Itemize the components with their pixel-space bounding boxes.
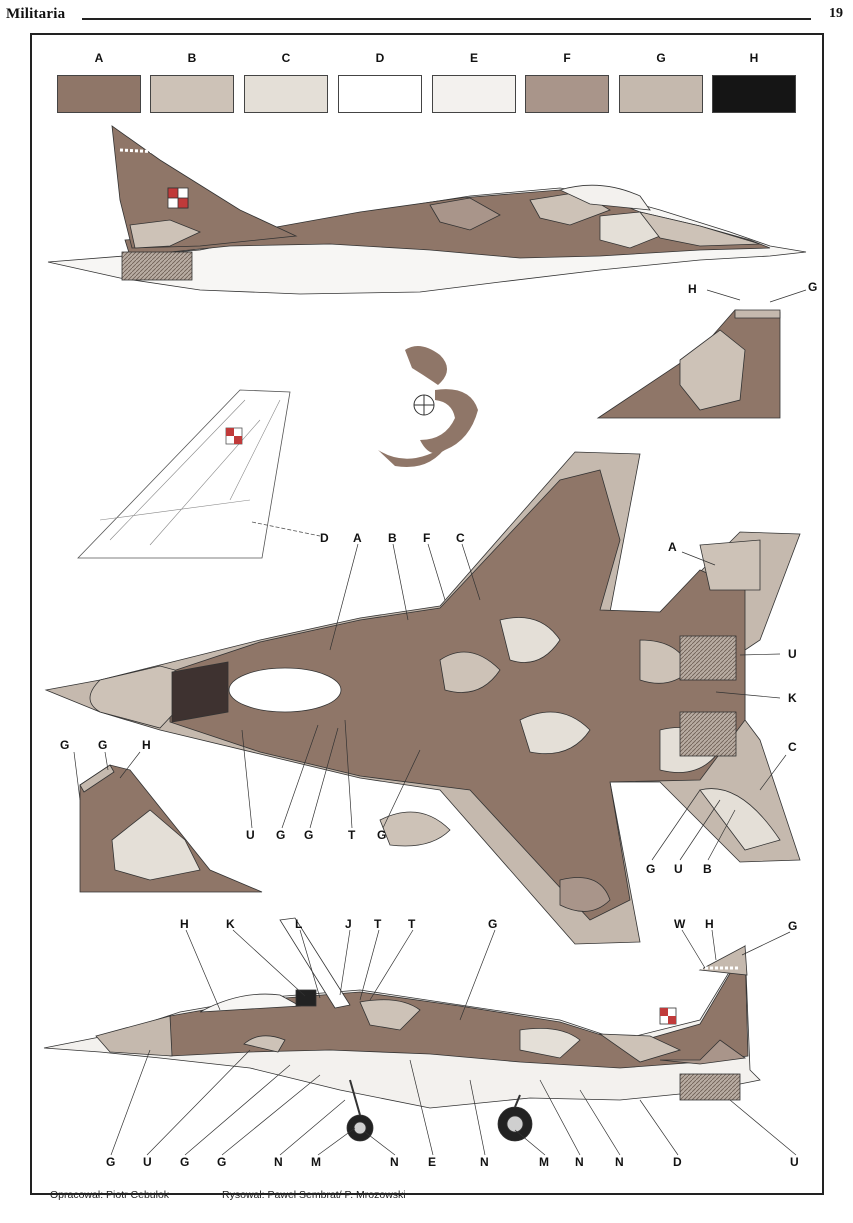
credit-artist: Rysował: Paweł Sembrat/ P. Mrozowski: [222, 1189, 406, 1201]
plan-view: [44, 451, 801, 945]
swatch-letter: C: [281, 51, 291, 65]
label: G: [98, 738, 108, 752]
label: L: [295, 917, 303, 931]
label: G: [377, 828, 387, 842]
label: D: [320, 531, 329, 545]
color-swatch-e: [432, 75, 516, 113]
label: W: [674, 917, 686, 931]
wing-plan-left: [77, 389, 321, 559]
label: T: [348, 828, 356, 842]
leader-lines: [73, 289, 807, 1156]
label: G: [788, 919, 798, 933]
side-profile-bottom: [43, 917, 761, 1142]
label: F: [423, 531, 431, 545]
color-swatch-b: [150, 75, 234, 113]
label: N: [390, 1155, 399, 1169]
label: G: [808, 280, 818, 294]
label: G: [106, 1155, 116, 1169]
label: G: [276, 828, 286, 842]
color-swatch-h: [712, 75, 796, 113]
label: T: [374, 917, 382, 931]
color-swatch-a: [57, 75, 141, 113]
color-swatch-f: [525, 75, 609, 113]
label: H: [142, 738, 151, 752]
tail-fin-right: [596, 309, 781, 419]
label: B: [703, 862, 712, 876]
label: D: [673, 1155, 682, 1169]
credit-author: Opracował: Piotr Cebulok: [50, 1189, 170, 1201]
swatch-letter: F: [563, 51, 571, 65]
swatch-letter: B: [187, 51, 197, 65]
label: G: [60, 738, 70, 752]
label: C: [456, 531, 465, 545]
plate-frame: [30, 33, 824, 1195]
label: H: [705, 917, 714, 931]
label: N: [274, 1155, 283, 1169]
label: G: [180, 1155, 190, 1169]
label: G: [488, 917, 498, 931]
header-rule: [82, 18, 811, 20]
label: H: [180, 917, 189, 931]
color-swatch-g: [619, 75, 703, 113]
label: G: [304, 828, 314, 842]
squadron-emblem: [378, 346, 478, 468]
label: U: [143, 1155, 152, 1169]
page-number: 19: [829, 6, 843, 21]
label: N: [615, 1155, 624, 1169]
label: A: [353, 531, 362, 545]
label: K: [226, 917, 235, 931]
color-swatch-d: [338, 75, 422, 113]
tail-fin-left: [79, 764, 263, 893]
swatch-letter: G: [656, 51, 666, 65]
color-swatch-c: [244, 75, 328, 113]
magazine-title: Militaria: [6, 6, 66, 22]
label: G: [646, 862, 656, 876]
label: A: [668, 540, 677, 554]
label: U: [674, 862, 683, 876]
label: K: [788, 691, 797, 705]
label: M: [311, 1155, 321, 1169]
swatch-letter: D: [375, 51, 385, 65]
label: J: [345, 917, 352, 931]
label: G: [217, 1155, 227, 1169]
swatch-letter: E: [469, 51, 478, 65]
label: T: [408, 917, 416, 931]
label: H: [688, 282, 697, 296]
label: N: [575, 1155, 584, 1169]
label: U: [788, 647, 797, 661]
side-profile-top: [47, 125, 807, 295]
label: M: [539, 1155, 549, 1169]
swatch-letter: A: [94, 51, 104, 65]
label: U: [790, 1155, 799, 1169]
page-header: Militaria 19: [0, 0, 853, 30]
label: U: [246, 828, 255, 842]
label: N: [480, 1155, 489, 1169]
label: B: [388, 531, 397, 545]
label: E: [428, 1155, 437, 1169]
swatch-letter: H: [749, 51, 759, 65]
label: C: [788, 740, 797, 754]
